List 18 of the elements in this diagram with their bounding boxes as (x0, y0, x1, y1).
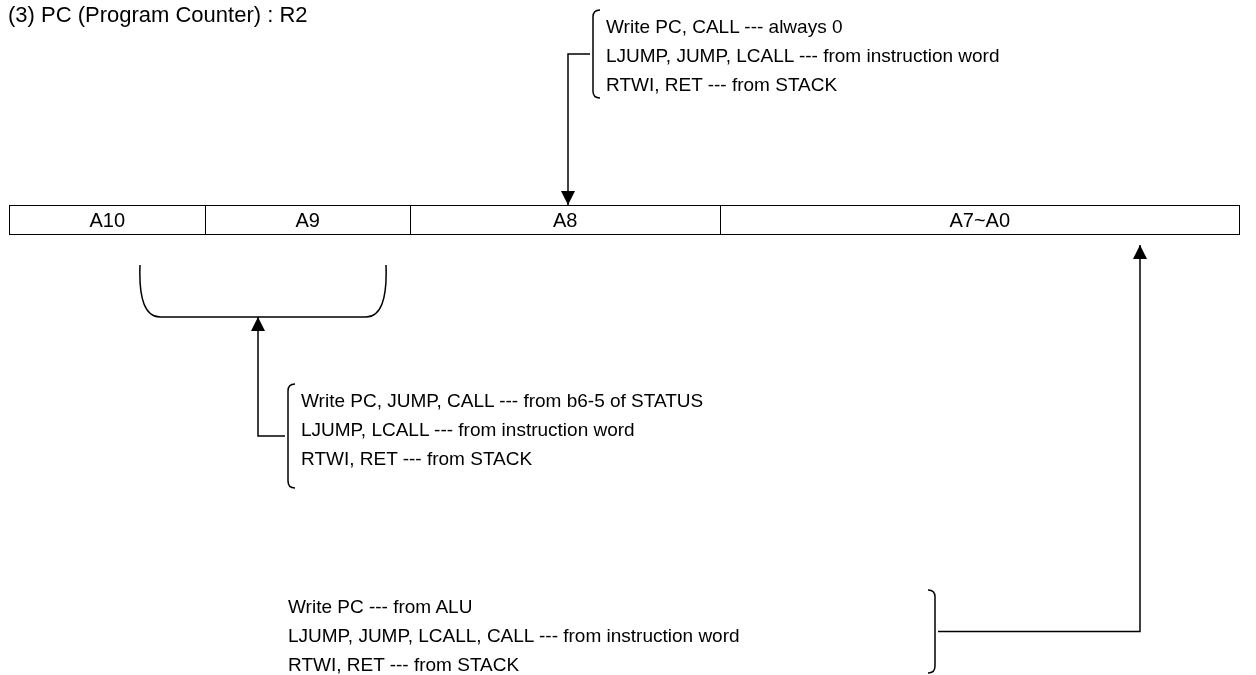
note-text: RTWI, RET --- from STACK (606, 73, 838, 97)
arrow (937, 244, 1147, 633)
note-text: LJUMP, JUMP, LCALL, CALL --- from instruction word (288, 624, 740, 648)
diagram-title: (3) PC (Program Counter) : R2 (8, 2, 308, 28)
register-bit-cell: A7~A0 (719, 205, 1240, 235)
note-text: RTWI, RET --- from STACK (288, 653, 520, 675)
note-text: Write PC, JUMP, CALL --- from b6-5 of STATUS (301, 389, 704, 413)
arrow (251, 316, 286, 437)
note-text: Write PC, CALL --- always 0 (606, 15, 843, 39)
note-text: RTWI, RET --- from STACK (301, 447, 533, 471)
register-bit-cell: A10 (8, 205, 206, 235)
note-text: Write PC --- from ALU (288, 595, 473, 619)
register-bit-cell: A9 (204, 205, 411, 235)
note-text: LJUMP, JUMP, LCALL --- from instruction word (606, 44, 1000, 68)
arrow (561, 53, 591, 206)
bit-group-bracket (139, 264, 387, 318)
note-text: LJUMP, LCALL --- from instruction word (301, 418, 635, 442)
register-bit-cell: A8 (409, 205, 721, 235)
